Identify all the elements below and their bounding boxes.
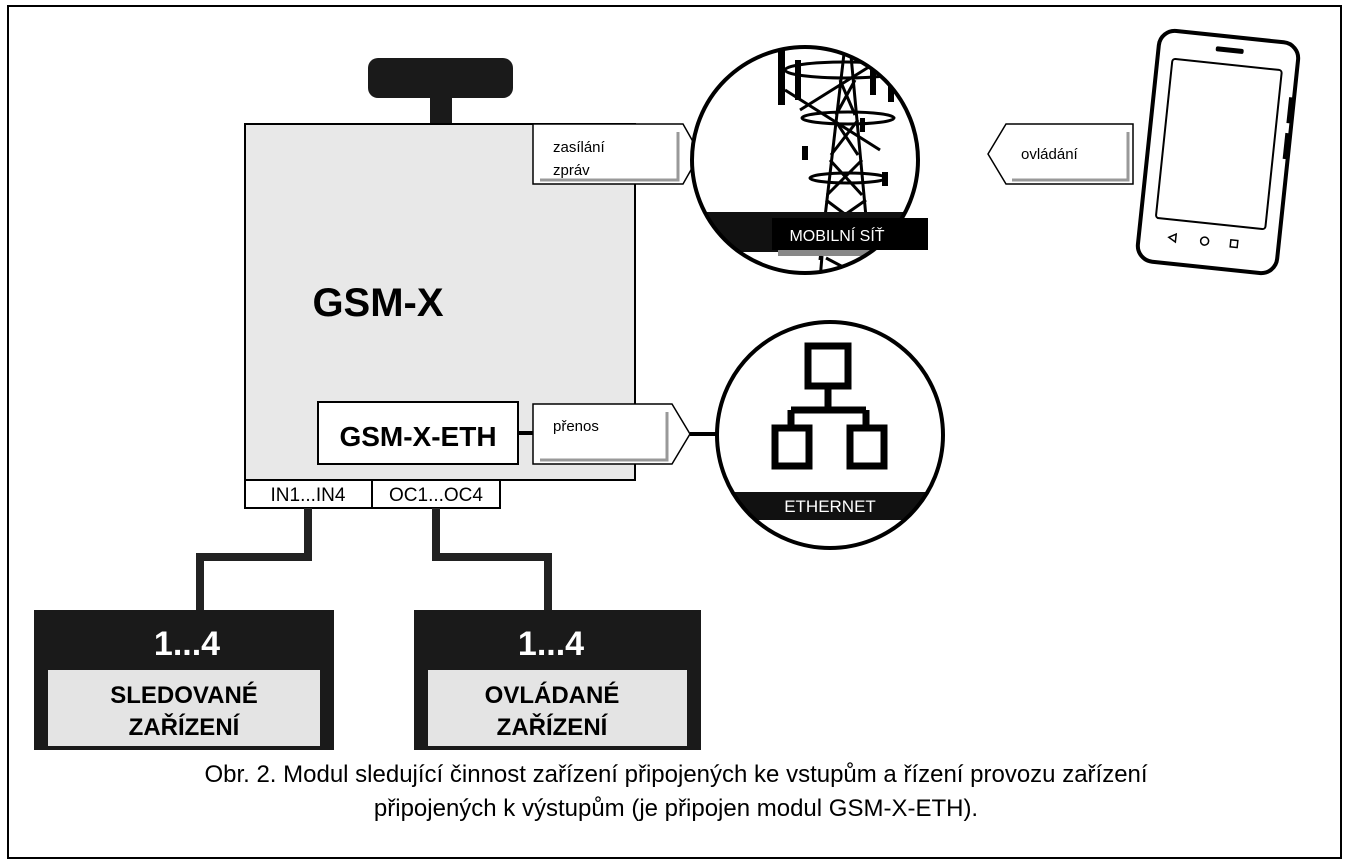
mobile-network: MOBILNÍ SÍŤ xyxy=(690,45,928,275)
controlled-line2: ZAŘÍZENÍ xyxy=(497,713,609,741)
network-topology-icon xyxy=(771,342,888,470)
ethernet-network: ETHERNET xyxy=(715,320,945,550)
transfer-arrow: přenos xyxy=(518,403,717,465)
monitored-line1: SLEDOVANÉ xyxy=(110,681,258,709)
controlled-devices-box: 1...4 OVLÁDANÉ ZAŘÍZENÍ xyxy=(414,610,701,750)
monitored-count: 1...4 xyxy=(154,625,220,663)
ethernet-label: ETHERNET xyxy=(784,497,876,516)
monitored-devices-box: 1...4 SLEDOVANÉ ZAŘÍZENÍ xyxy=(34,610,334,750)
figure-caption-line2: připojených k výstupům (je připojen modu… xyxy=(374,795,978,822)
controlled-line1: OVLÁDANÉ xyxy=(485,681,620,709)
module-title: GSM-X xyxy=(312,281,443,325)
antenna-icon xyxy=(368,58,513,124)
outputs-label: OC1...OC4 xyxy=(389,485,483,506)
output-wire xyxy=(432,508,552,612)
eth-module-title: GSM-X-ETH xyxy=(339,421,496,452)
messages-label-1: zasílání xyxy=(553,139,606,156)
smartphone-icon xyxy=(1135,28,1301,276)
transfer-label: přenos xyxy=(553,418,599,435)
control-arrow: ovládání xyxy=(987,123,1134,185)
gsm-x-eth-module: GSM-X-ETH xyxy=(317,401,519,465)
figure-caption-line1: Obr. 2. Modul sledující činnost zařízení… xyxy=(204,761,1147,788)
mobile-network-label: MOBILNÍ SÍŤ xyxy=(789,226,884,245)
monitored-line2: ZAŘÍZENÍ xyxy=(129,713,241,741)
messages-label-2: zpráv xyxy=(553,162,590,179)
controlled-count: 1...4 xyxy=(518,625,584,663)
input-wire xyxy=(196,508,312,612)
inputs-label: IN1...IN4 xyxy=(271,485,346,506)
control-label: ovládání xyxy=(1021,146,1079,163)
messages-arrow: zasílání zpráv xyxy=(532,123,701,185)
